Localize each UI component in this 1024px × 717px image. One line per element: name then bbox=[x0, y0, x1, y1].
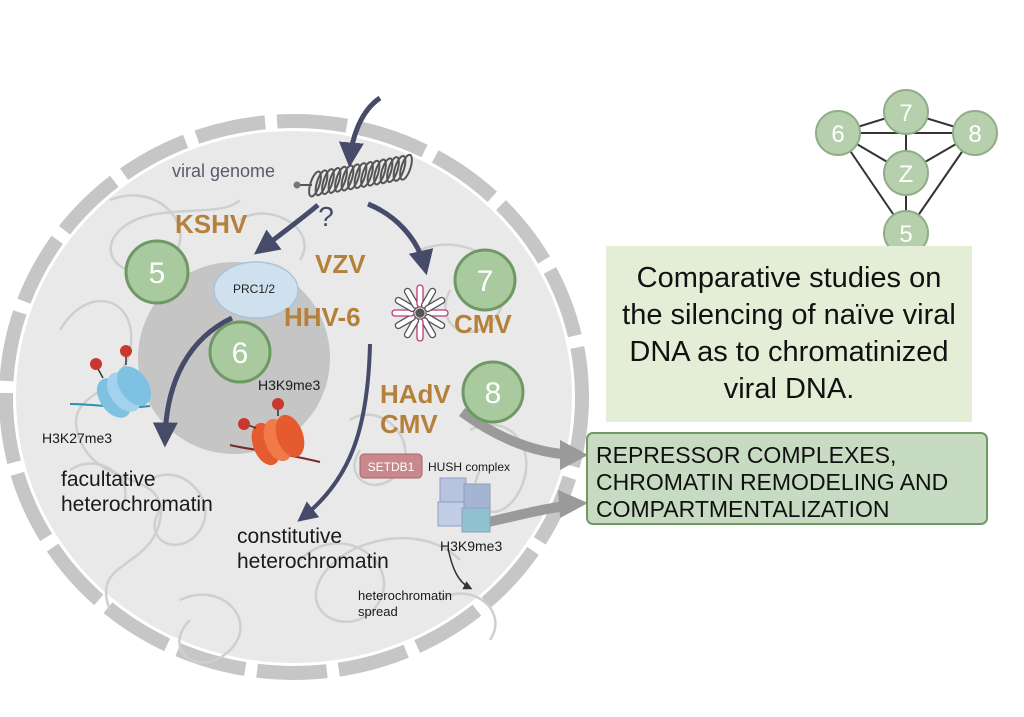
arrow-heterochromatin-spread bbox=[447, 547, 473, 590]
arrow-to-facultative bbox=[152, 315, 234, 448]
repressor-complexes-box: REPRESSOR COMPLEXES, CHROMATIN REMODELIN… bbox=[586, 432, 988, 525]
question-mark: ? bbox=[318, 201, 334, 232]
prc-complex bbox=[213, 261, 299, 319]
setdb1-box bbox=[359, 453, 423, 479]
h3k9me3-label-2: H3K9me3 bbox=[440, 538, 502, 554]
hush-label: HUSH complex bbox=[428, 460, 510, 474]
comparative-studies-text: Comparative studies on the silencing of … bbox=[622, 262, 956, 405]
virus-vzv: VZV bbox=[315, 249, 366, 279]
network-graph: 7 6 8 Z 5 bbox=[815, 89, 998, 256]
svg-text:6: 6 bbox=[831, 121, 844, 148]
nuclear-envelope bbox=[0, 114, 589, 680]
svg-text:7: 7 bbox=[899, 100, 912, 127]
network-node-8 bbox=[952, 110, 998, 156]
prc-label: PRC1/2 bbox=[233, 282, 275, 296]
svg-text:5: 5 bbox=[149, 257, 166, 290]
h3k27me3-label: H3K27me3 bbox=[42, 430, 112, 446]
nd10-body bbox=[391, 284, 449, 342]
network-node-z bbox=[883, 150, 929, 196]
arrow-to-nd10 bbox=[367, 201, 434, 276]
arrow-incoming-genome bbox=[338, 95, 382, 168]
nucleosome-h3k9me3 bbox=[229, 398, 321, 466]
svg-text:8: 8 bbox=[485, 377, 502, 410]
virus-kshv: KSHV bbox=[175, 209, 248, 239]
arrow-to-repressor-2-head bbox=[558, 490, 588, 518]
step-circle-6: 6 bbox=[208, 320, 272, 384]
comparative-studies-box: Comparative studies on the silencing of … bbox=[606, 246, 972, 422]
svg-text:5: 5 bbox=[899, 221, 912, 248]
virus-hhv6: HHV-6 bbox=[284, 302, 361, 332]
setdb1-label: SETDB1 bbox=[368, 460, 415, 474]
svg-text:7: 7 bbox=[477, 265, 494, 298]
network-node-6 bbox=[815, 110, 861, 156]
arrow-to-prc bbox=[254, 203, 320, 255]
repressor-complexes-text: REPRESSOR COMPLEXES, CHROMATIN REMODELIN… bbox=[596, 442, 949, 522]
arrow-to-constitutive bbox=[297, 343, 372, 522]
step-circle-8: 8 bbox=[461, 360, 525, 424]
step-circle-7: 7 bbox=[453, 248, 517, 312]
arrow-to-repressor-1-head bbox=[560, 440, 588, 470]
virus-cmv-2: CMV bbox=[380, 409, 438, 439]
virus-cmv-1: CMV bbox=[454, 309, 512, 339]
viral-genome-label: viral genome bbox=[172, 161, 275, 181]
nucleosome-h3k27me3 bbox=[69, 345, 152, 418]
virus-hadv: HAdV bbox=[380, 379, 451, 409]
h3k9me3-label-1: H3K9me3 bbox=[258, 377, 320, 393]
hush-complex bbox=[437, 477, 491, 533]
svg-text:8: 8 bbox=[968, 121, 981, 148]
svg-text:6: 6 bbox=[232, 337, 249, 370]
svg-text:Z: Z bbox=[899, 161, 914, 188]
network-node-7 bbox=[883, 89, 929, 135]
step-circle-5: 5 bbox=[124, 239, 190, 305]
